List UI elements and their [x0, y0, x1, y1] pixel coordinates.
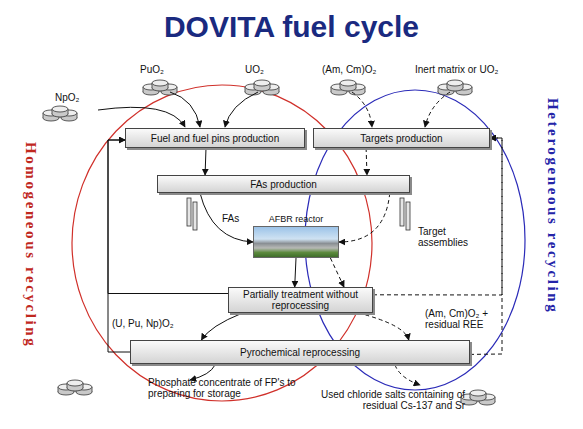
node-heading: AFBR reactor	[269, 214, 324, 224]
diagram-title: DOVITA fuel cycle	[0, 10, 583, 44]
powder-container-icon	[245, 80, 279, 95]
annotation-label: (Am, Cm)O₂	[322, 64, 376, 75]
connector	[200, 193, 253, 242]
node-text: Partially treatment without reprocessing	[233, 289, 368, 311]
annotation-label: Phosphate concentrate of FP's to prepari…	[148, 377, 308, 399]
input-arrow	[225, 92, 258, 127]
process-box: FAs production	[157, 175, 410, 193]
connector	[295, 258, 296, 287]
annotation-label: Inert matrix or UO₂	[415, 64, 498, 75]
input-arrow	[170, 92, 200, 127]
powder-container-icon	[438, 80, 472, 95]
node-text: Targets production	[360, 133, 442, 144]
annotation-label: PuO₂	[140, 64, 164, 75]
annotation-label: Used chloride salts containing of residu…	[305, 389, 465, 411]
node-text: Fuel and fuel pins production	[151, 133, 279, 144]
annotation-label: FAs	[222, 213, 239, 224]
output-arrow	[395, 365, 420, 385]
fuel-pin-icon	[400, 198, 410, 230]
reactor-photo: AFBR reactor	[253, 226, 339, 258]
node-text: Pyrochemical reprocessing	[240, 347, 360, 358]
connector	[366, 148, 368, 175]
connector	[359, 313, 409, 340]
annotation-label: NpO₂	[55, 92, 79, 103]
annotation-label: (U, Pu, Np)O₂	[112, 318, 174, 329]
connector	[108, 140, 228, 294]
input-arrow	[98, 107, 185, 127]
powder-container-icon	[43, 106, 77, 121]
annotation-label: UO₂	[245, 64, 264, 75]
process-box: Targets production	[313, 128, 490, 148]
node-text: FAs production	[250, 179, 317, 190]
annotation-label: (Am, Cm)O₂ + residual REE	[425, 308, 503, 330]
annotation-label: Target assemblies	[418, 226, 480, 248]
recycling-label: Homogeneous recycling	[22, 142, 39, 348]
input-arrow	[425, 92, 450, 127]
fuel-pin-icon	[187, 198, 197, 230]
input-arrow	[352, 92, 372, 127]
powder-container-icon	[58, 380, 92, 395]
powder-container-icon	[331, 80, 365, 95]
connector	[205, 148, 207, 175]
process-box: Partially treatment without reprocessing	[228, 287, 373, 313]
process-box: Fuel and fuel pins production	[125, 128, 305, 148]
connector	[339, 193, 390, 242]
connector	[330, 258, 344, 287]
process-box: Pyrochemical reprocessing	[130, 340, 470, 364]
connector	[201, 313, 242, 340]
recycling-label: Heterogeneous recycling	[544, 98, 561, 314]
powder-container-icon	[461, 390, 495, 405]
connector	[373, 138, 502, 295]
